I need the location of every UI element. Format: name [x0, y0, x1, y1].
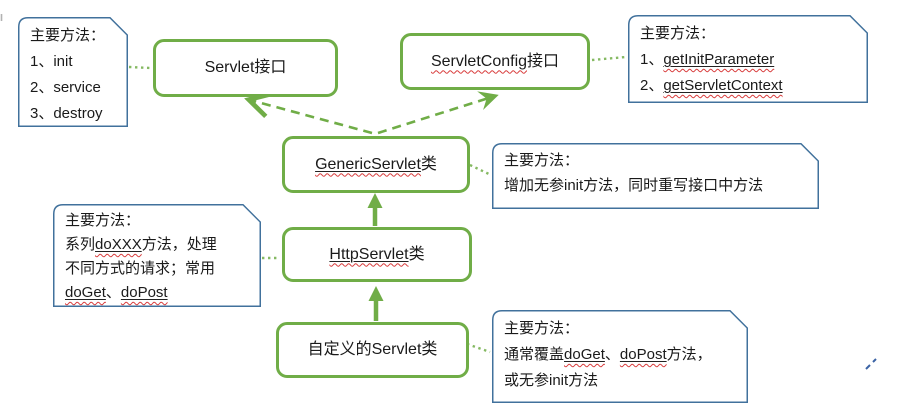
text-segment: 、: [105, 284, 121, 301]
implements-arrow-generic-to-servlet: [244, 91, 373, 135]
text-segment: 增加无参init方法，同时重写接口中方法: [504, 177, 764, 194]
text-segment: Servlet接口: [204, 59, 287, 76]
note-content: 主要方法： 增加无参init方法，同时重写接口中方法: [492, 143, 819, 198]
text-line: 主要方法：: [504, 316, 738, 342]
text-segment: 主要方法：: [504, 152, 580, 169]
text-segment: 2、service: [30, 79, 101, 96]
note-content: 主要方法： 1、init 2、service 3、destroy: [18, 17, 128, 127]
text-line: ServletConfig接口: [431, 52, 559, 72]
text-segment: 主要方法：: [65, 212, 141, 229]
text-line: 通常覆盖doGet、doPost方法，: [504, 342, 738, 368]
class-box-generic-servlet: GenericServlet类: [282, 136, 470, 193]
text-segment: getInitParameter: [663, 51, 774, 68]
class-box-servlet-interface: Servlet接口: [153, 39, 338, 97]
text-segment: getServletContext: [663, 77, 782, 94]
class-box-label: ServletConfig接口: [431, 52, 559, 72]
note-generic-servlet-methods: 主要方法： 增加无参init方法，同时重写接口中方法: [492, 143, 819, 209]
text-line: 3、destroy: [30, 101, 118, 127]
class-box-label: Servlet接口: [205, 58, 287, 78]
text-segment: getServletContext: [663, 77, 783, 94]
class-box-label: GenericServlet类: [315, 155, 437, 175]
text-segment: doXXX: [95, 236, 142, 253]
text-segment: 主要方法：: [504, 320, 580, 337]
text-line: 自定义的Servlet类: [308, 340, 438, 360]
text-segment: doGet: [65, 284, 106, 301]
text-segment: 系列: [65, 236, 96, 253]
text-segment: 主要方法：: [640, 25, 716, 42]
folded-note-shape: [18, 17, 128, 127]
note-connector-servlet-methods: [128, 65, 152, 70]
text-segment: GenericServlet: [315, 156, 421, 173]
text-segment: 方法，处理: [141, 236, 217, 253]
text-line: 或无参init方法: [504, 368, 738, 394]
text-segment: 自定义的Servlet类: [307, 341, 438, 358]
extends-arrowhead-custom-to-http: [368, 286, 384, 301]
text-line: 主要方法：: [504, 148, 809, 173]
text-segment: doPost: [120, 284, 168, 301]
text-line: 1、getInitParameter: [640, 47, 858, 73]
class-box-label: 自定义的Servlet类: [308, 340, 438, 360]
text-line: 2、getServletContext: [640, 73, 858, 99]
note-servlet-methods: 主要方法： 1、init 2、service 3、destroy: [18, 17, 128, 127]
text-segment: 类: [408, 245, 425, 263]
text-segment: 接口: [527, 52, 560, 70]
text-segment: doGet: [564, 346, 605, 363]
ink-scribble-mark: [865, 358, 877, 370]
text-segment: 2、: [640, 77, 664, 94]
text-segment: 1、init: [30, 53, 73, 70]
extends-arrowhead-http-to-generic: [367, 193, 383, 208]
text-line: 主要方法：: [640, 21, 858, 47]
folded-note-shape: [492, 310, 748, 403]
text-line: 1、init: [30, 49, 118, 75]
text-segment: HttpServlet: [329, 246, 408, 263]
class-box-http-servlet: HttpServlet类: [282, 227, 472, 282]
note-http-servlet-methods: 主要方法： 系列doXXX方法，处理不同方式的请求；常用 doGet、doPost: [53, 204, 261, 307]
class-box-label: HttpServlet类: [329, 245, 424, 265]
text-segment: doPost: [619, 346, 667, 363]
note-connector-generic-methods: [469, 163, 492, 177]
note-content: 主要方法： 通常覆盖doGet、doPost方法， 或无参init方法: [492, 310, 748, 394]
text-segment: doGet: [65, 284, 106, 301]
text-segment: 主要方法：: [30, 27, 106, 44]
text-segment: 通常覆盖: [504, 346, 565, 363]
implements-arrow-generic-to-servletconfig: [377, 91, 499, 135]
text-segment: 不同方式的请求；常用: [65, 260, 216, 277]
text-segment: HttpServlet: [329, 245, 409, 263]
note-custom-servlet-methods: 主要方法： 通常覆盖doGet、doPost方法， 或无参init方法: [492, 310, 748, 403]
text-line: 不同方式的请求；常用: [65, 257, 251, 281]
text-segment: 1、: [640, 51, 664, 68]
text-segment: 3、destroy: [30, 105, 103, 122]
text-segment: 类: [420, 155, 437, 173]
text-segment: getInitParameter: [663, 51, 775, 68]
note-connector-custom-methods: [466, 342, 491, 354]
text-line: Servlet接口: [205, 58, 287, 78]
text-line: doGet、doPost: [65, 281, 251, 305]
text-line: 主要方法：: [65, 209, 251, 233]
text-segment: 方法，: [666, 346, 712, 363]
text-segment: doGet: [564, 346, 605, 363]
text-segment: 、: [604, 346, 620, 363]
text-segment: 或无参init方法: [504, 372, 599, 389]
text-segment: ServletConfig: [430, 52, 528, 70]
text-segment: doPost: [620, 346, 667, 363]
text-line: 2、service: [30, 75, 118, 101]
folded-note-shape: [492, 143, 819, 209]
text-line: GenericServlet类: [315, 155, 437, 175]
text-segment: doXXX: [95, 236, 142, 253]
class-box-custom-servlet: 自定义的Servlet类: [276, 322, 469, 378]
text-line: HttpServlet类: [329, 245, 424, 265]
folded-note-shape: [628, 15, 868, 103]
text-segment: doPost: [121, 284, 168, 301]
text-line: 系列doXXX方法，处理: [65, 233, 251, 257]
note-connector-servletconfig-methods: [591, 55, 627, 62]
text-line: 主要方法：: [30, 23, 118, 49]
text-segment: GenericServlet: [315, 155, 421, 173]
class-box-servletconfig-interface: ServletConfig接口: [400, 33, 590, 90]
note-content: 主要方法： 系列doXXX方法，处理不同方式的请求；常用 doGet、doPost: [53, 204, 261, 305]
text-line: 增加无参init方法，同时重写接口中方法: [504, 173, 809, 198]
folded-note-shape: [53, 204, 261, 307]
